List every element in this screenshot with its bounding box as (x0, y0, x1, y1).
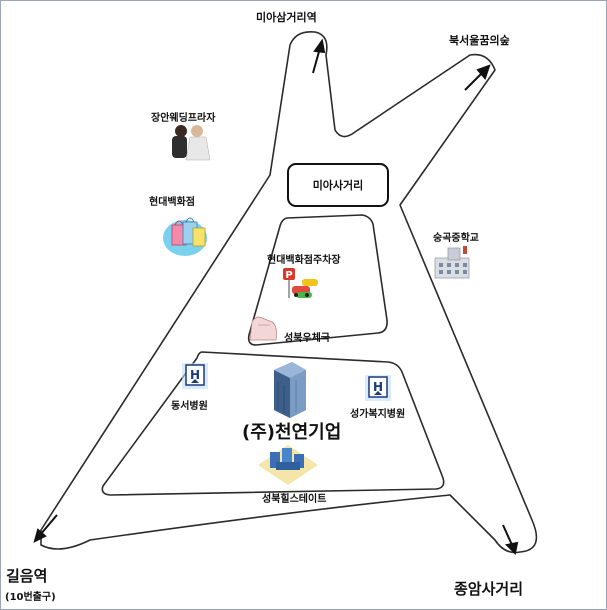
parking-cars-icon: P (283, 268, 318, 298)
label-bottom-right: 종암사거리 (454, 580, 524, 598)
label-dept-store: 현대백화점 (149, 197, 195, 208)
label-apartment: 성북힐스테이트 (262, 494, 327, 505)
office-building-icon (274, 362, 306, 418)
label-post-office: 성북우체국 (284, 333, 330, 344)
label-school: 숭곡중학교 (433, 233, 479, 244)
label-top-intersection: 미아삼거리역 (256, 11, 317, 24)
direction-arrow-icon (312, 38, 326, 74)
label-station-bottom-left: 길음역 (6, 567, 48, 585)
wedding-couple-icon (172, 125, 211, 161)
label-top-right: 북서울꿈의숲 (449, 34, 510, 47)
post-office-icon (249, 316, 277, 341)
shopping-bags-icon (163, 217, 207, 256)
svg-text:H: H (190, 368, 200, 382)
direction-arrow-icon (33, 514, 58, 543)
direction-arrow-icon (502, 524, 519, 556)
label-parking: 현대백화점주차장 (267, 255, 341, 266)
direction-arrow-icon (464, 64, 491, 91)
hospital-sign-icon: H (365, 375, 391, 401)
inner-block-upper (247, 214, 388, 346)
hospital-sign-icon: H (182, 363, 208, 389)
label-company: (주)천연기업 (242, 422, 342, 443)
label-hospital-right: 성가복지병원 (350, 409, 406, 420)
label-center-intersection: 미아사거리 (312, 179, 364, 192)
label-hospital-left: 동서병원 (171, 401, 208, 412)
label-wedding: 장안웨딩프라자 (151, 113, 216, 124)
apartment-complex-icon (258, 445, 318, 485)
school-building-icon (434, 246, 470, 279)
svg-text:P: P (285, 270, 292, 281)
label-station-exit: (10번출구) (5, 592, 56, 603)
center-intersection-box: 미아사거리 (287, 163, 389, 207)
svg-text:H: H (373, 380, 383, 394)
